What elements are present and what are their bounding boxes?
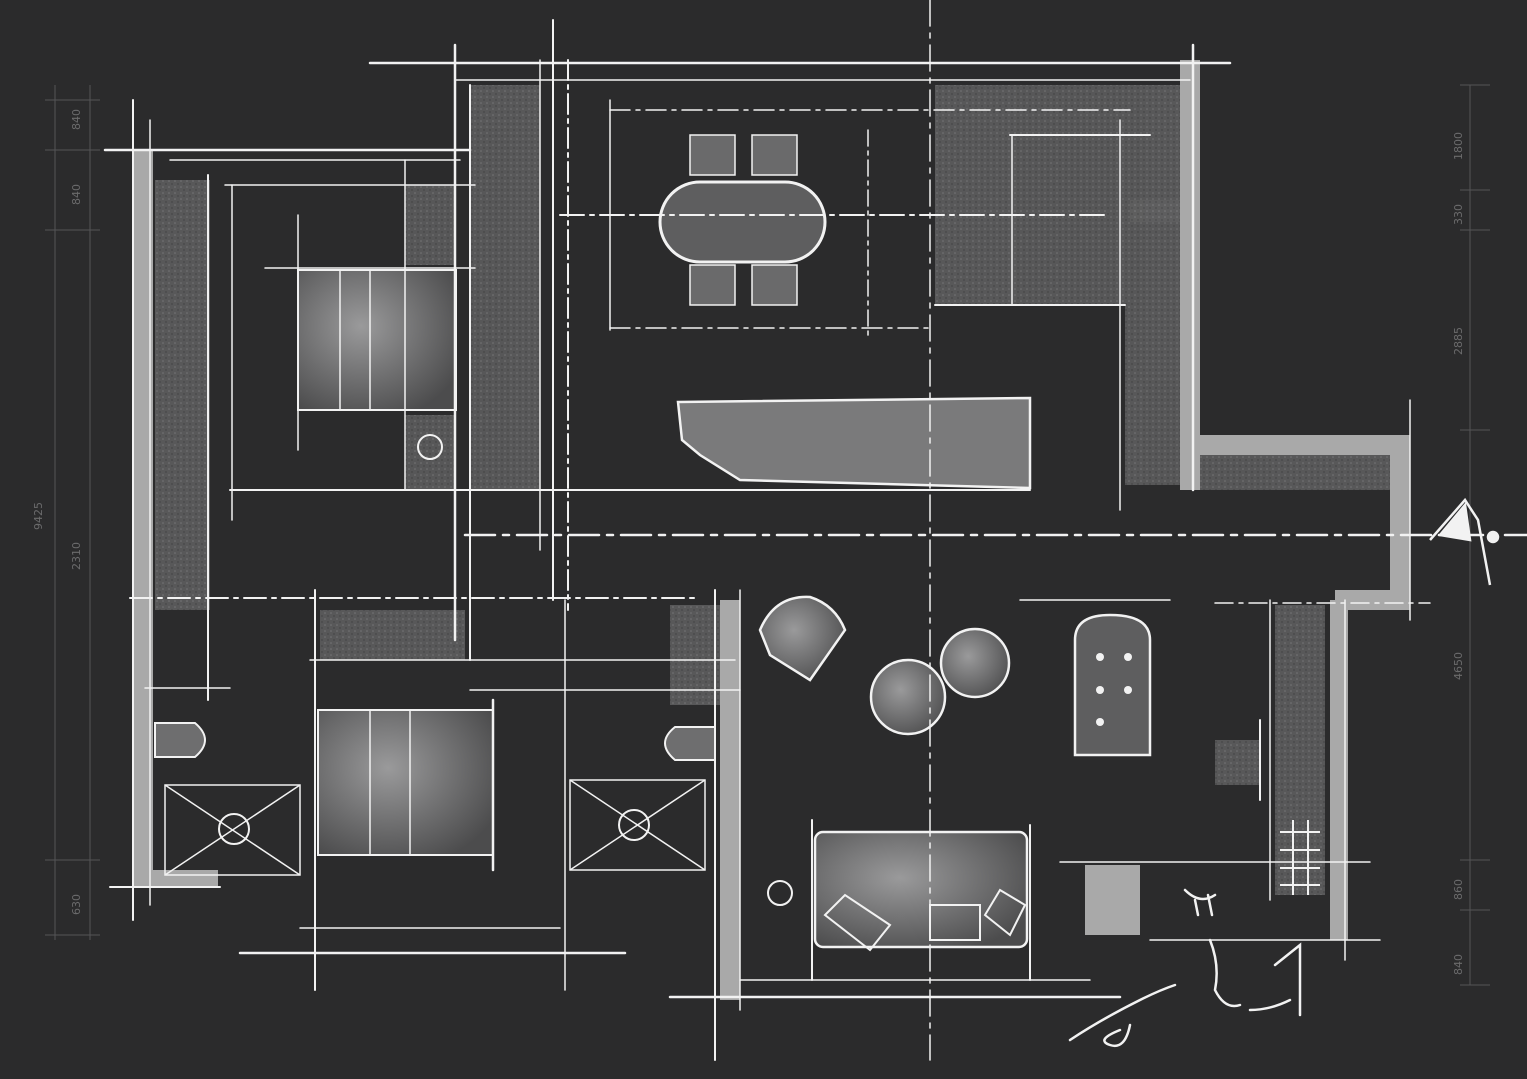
dimension-label: 330 — [1452, 204, 1465, 225]
dimension-label: 4650 — [1452, 652, 1465, 680]
dining-chair — [751, 134, 798, 176]
southeast-wall — [1330, 600, 1348, 940]
dimension-lines — [45, 84, 1490, 986]
cushion — [983, 888, 1027, 937]
kitchen-counter — [935, 85, 1135, 305]
bedroom-closet-corner — [405, 415, 455, 490]
entry-cabinet — [1275, 605, 1325, 895]
east-step-wall — [1190, 435, 1410, 455]
dimension-label: 860 — [1452, 879, 1465, 900]
washer-icon — [767, 880, 793, 906]
wardrobe-west — [155, 180, 210, 610]
living-west-wall — [720, 600, 740, 1000]
north-east-wall — [1180, 60, 1200, 490]
side-cabinet — [1073, 613, 1152, 757]
wardrobe-central — [470, 85, 540, 490]
beds — [297, 269, 494, 856]
dimension-label: 1800 — [1452, 132, 1465, 160]
dimension-label: 840 — [1452, 954, 1465, 975]
entry-grid — [1280, 820, 1320, 895]
toilet-central — [664, 726, 716, 761]
cushion — [823, 893, 892, 952]
kitchen-tall-units — [1125, 85, 1180, 485]
signature-icon — [1068, 888, 1302, 1048]
column — [1085, 865, 1140, 935]
dining-chair — [751, 264, 798, 306]
dining-set — [658, 134, 827, 306]
dimension-label: 840 — [70, 109, 83, 130]
coffee-table-small — [939, 627, 1011, 699]
shoe-bench — [1215, 740, 1260, 785]
dimension-label: 630 — [70, 894, 83, 915]
dimension-label: 2885 — [1452, 327, 1465, 355]
armchair — [758, 595, 847, 682]
living-area — [758, 595, 1152, 952]
nightstand — [405, 185, 455, 265]
bathrooms — [154, 434, 793, 906]
dining-table — [658, 180, 827, 264]
walls — [133, 60, 1410, 1000]
west-wall — [133, 150, 153, 880]
chalk-lines — [103, 0, 1527, 1061]
island-counter — [676, 396, 1032, 490]
east-wall — [1390, 440, 1410, 610]
southwest-wall — [133, 870, 218, 888]
left-dimension-labels: 9425 840 840 2310 630 — [32, 109, 83, 915]
overall-dimension-left: 9425 — [32, 502, 45, 530]
second-bed — [317, 709, 494, 856]
dimension-label: 840 — [70, 184, 83, 205]
toilet-west — [154, 722, 206, 758]
balcony-planter — [1200, 455, 1390, 490]
right-dimension-labels: 1800 330 2885 4650 860 840 — [1452, 132, 1465, 975]
master-bed — [297, 269, 457, 411]
sofa — [813, 830, 1029, 949]
kitchen-island — [676, 396, 1032, 490]
shower-west — [164, 784, 301, 876]
bath-cabinet — [670, 605, 720, 705]
dining-chair — [689, 134, 736, 176]
coffee-table-large — [869, 658, 947, 736]
washer-icon — [417, 434, 443, 460]
dimension-label: 2310 — [70, 542, 83, 570]
shower-central — [569, 779, 706, 871]
dining-chair — [689, 264, 736, 306]
north-arrow-icon — [1429, 497, 1500, 586]
textured-fills — [155, 85, 1390, 895]
east-corner-wall — [1335, 590, 1410, 610]
desk — [320, 610, 465, 660]
